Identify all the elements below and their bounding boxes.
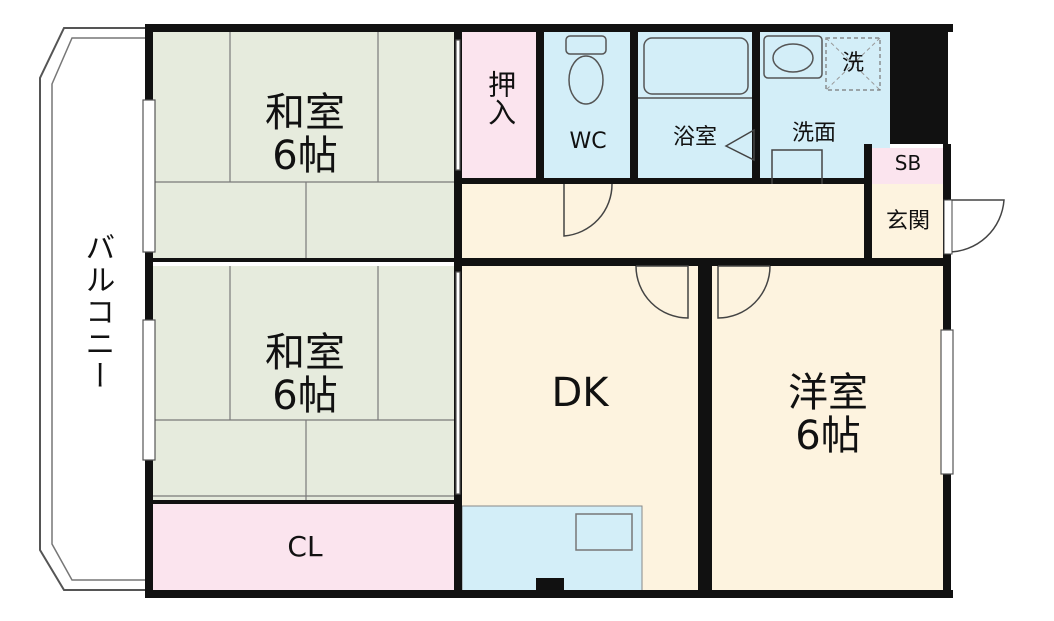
- balcony-inner-outline: [51, 37, 148, 581]
- wc-floor: [544, 30, 630, 180]
- washbasin-icon: [763, 35, 823, 79]
- wc-label: WC: [569, 129, 607, 154]
- washitsu-top-name: 和室: [265, 90, 345, 136]
- shoebox-label: SB: [894, 151, 922, 175]
- washitsu-top-label: 和室 6帖: [240, 90, 370, 180]
- balcony-label: バルコニー: [79, 232, 115, 392]
- yoshitsu-label: 洋室 6帖: [758, 370, 898, 460]
- oshiire-floor: [462, 30, 536, 180]
- hallway-floor: [462, 184, 872, 260]
- door-swings: [563, 128, 1005, 319]
- washer-label: 洗: [841, 51, 864, 76]
- bath-floor: [638, 30, 754, 180]
- closet-label: CL: [287, 530, 323, 563]
- washitsu-bottom-size: 6帖: [272, 373, 338, 420]
- yoshitsu-floor: [710, 266, 946, 592]
- openings: [142, 39, 954, 495]
- shoebox-floor: [872, 148, 944, 184]
- genkan-floor: [872, 184, 944, 260]
- washitsu-top-floor: [150, 30, 458, 262]
- yoshitsu-size: 6帖: [795, 413, 861, 460]
- toilet-icon: [565, 35, 607, 105]
- washer-space-cross: [825, 37, 881, 91]
- bath-label: 浴室: [672, 125, 717, 150]
- oshiire-name: 押入: [484, 70, 518, 126]
- washitsu-bottom-floor: [150, 266, 458, 502]
- washer-space-icon: [825, 37, 881, 91]
- washitsu-top-size: 6帖: [272, 133, 338, 180]
- oshiire-label: 押入: [478, 70, 522, 126]
- washitsu-bottom-name: 和室: [265, 330, 345, 376]
- bathtub-icon: [643, 37, 749, 95]
- washitsu-bottom-label: 和室 6帖: [240, 330, 370, 420]
- balcony-outline: [39, 27, 148, 591]
- senmen-label: 洗面: [791, 121, 836, 146]
- closet-floor: [150, 504, 458, 592]
- hall-step: [943, 199, 953, 255]
- black-column: [890, 28, 948, 144]
- dk-label: DK: [551, 370, 609, 416]
- sink: [575, 513, 633, 551]
- yoshitsu-name: 洋室: [788, 370, 868, 416]
- tatami-lines: [150, 30, 458, 502]
- genkan-label: 玄関: [885, 209, 930, 234]
